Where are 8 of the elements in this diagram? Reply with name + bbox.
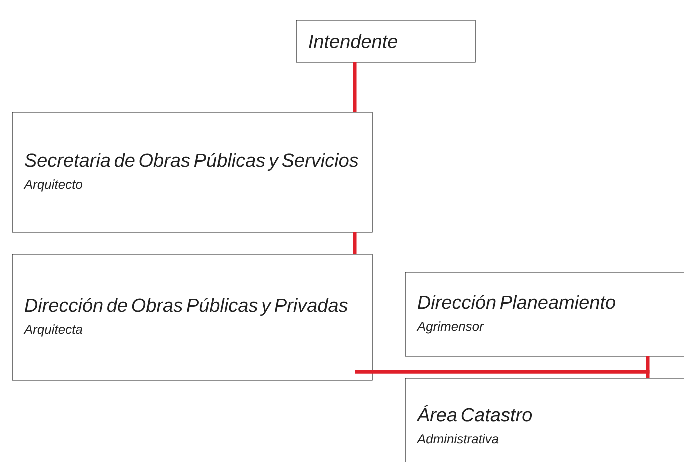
org-box: Dirección de Obras Públicas y Privadas Arquitecta bbox=[12, 254, 373, 381]
connector-line bbox=[353, 232, 357, 254]
org-box: Dirección Planeamiento Agrimensor bbox=[405, 272, 684, 357]
org-box: Área Catastro Administrativa bbox=[405, 378, 684, 462]
org-box: Intendente bbox=[296, 20, 476, 63]
org-box: Secretaria de Obras Públicas y Servicios Arquitecto bbox=[12, 112, 373, 233]
connector-line bbox=[355, 370, 650, 378]
connector-line bbox=[353, 62, 357, 112]
